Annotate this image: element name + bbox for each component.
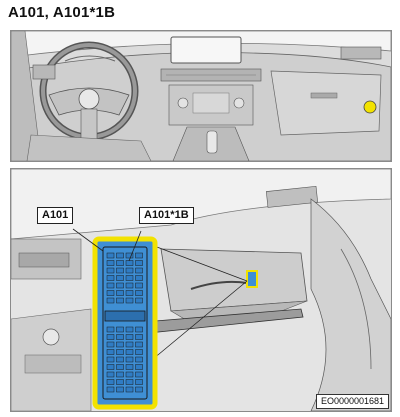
connector-pin-slot — [125, 252, 134, 259]
connector-in-situ — [246, 270, 258, 288]
connector-pin-slot — [125, 379, 134, 385]
connector-pin-slot — [116, 275, 124, 281]
connector-pin-slot — [106, 275, 115, 281]
connector-pin-slot — [116, 297, 124, 304]
connector-pin-slot — [116, 356, 124, 363]
connector-pin-slot — [106, 297, 115, 304]
connector-pin-slot — [135, 297, 143, 304]
module-pointer-line — [72, 228, 104, 252]
connector-pin-slot — [116, 371, 124, 378]
reference-code: EO0000001681 — [315, 394, 389, 409]
connector-pin-slot — [125, 260, 134, 266]
connector-pin-slot — [116, 364, 124, 370]
dashboard-overview-illustration — [10, 30, 392, 162]
connector-pin-slot — [135, 326, 143, 333]
connector-pin-slot — [125, 290, 134, 296]
connector-pin-slot — [135, 267, 143, 274]
dashboard-drawing — [11, 31, 391, 161]
connector-pin-slot — [116, 267, 124, 274]
connector-pin-slot — [116, 341, 124, 348]
connector-pin-slot — [106, 364, 115, 370]
connector-pin-slot — [125, 386, 134, 393]
connector-pin-slot — [125, 371, 134, 378]
connector-pin-slot — [125, 267, 134, 274]
connector-pin-slot — [125, 349, 134, 355]
connector-pin-slot — [135, 341, 143, 348]
connector-pin-slot — [125, 326, 134, 333]
connector-pin-slot — [135, 349, 143, 355]
connector-pin-slot — [125, 364, 134, 370]
connector-pin-slot — [116, 290, 124, 296]
connector-pin-slot — [116, 334, 124, 340]
connector-pin-slot — [106, 267, 115, 274]
connector-pin-slot — [106, 260, 115, 266]
connector-pin-slot — [116, 252, 124, 259]
connector-pin-slot — [135, 260, 143, 266]
connector-pointer-line — [128, 230, 142, 262]
detail-drawing — [11, 169, 391, 411]
connector-pin-slot — [125, 282, 134, 289]
connector-pin-slot — [116, 379, 124, 385]
connector-pin-slot — [116, 386, 124, 393]
connector-pin-slot — [106, 252, 115, 259]
connector-pin-slot — [135, 371, 143, 378]
connector-pin-slot — [106, 386, 115, 393]
connector-pin-slot — [116, 349, 124, 355]
connector-pin-slot — [106, 341, 115, 348]
connector-pin-slot — [135, 356, 143, 363]
connector-pin-slot — [135, 386, 143, 393]
connector-pin-slot — [125, 341, 134, 348]
connector-location-marker — [363, 100, 377, 114]
connector-pin-slot — [125, 275, 134, 281]
connector-pin-grid — [106, 252, 143, 393]
connector-pin-slot — [125, 334, 134, 340]
connector-pin-slot — [106, 282, 115, 289]
connector-pin-slot — [106, 371, 115, 378]
center-display — [170, 36, 242, 64]
connector-pin-slot — [135, 275, 143, 281]
connector-pin-slot — [116, 326, 124, 333]
connector-detail-illustration: A101 A101*1B EO0000001681 — [10, 168, 392, 412]
connector-pin-slot — [135, 252, 143, 259]
connector-pin-slot — [116, 260, 124, 266]
connector-pin-slot — [135, 290, 143, 296]
connector-pin-slot — [106, 290, 115, 296]
connector-pin-slot — [106, 326, 115, 333]
connector-pin-slot — [135, 379, 143, 385]
connector-pin-slot — [106, 349, 115, 355]
connector-pin-slot — [135, 334, 143, 340]
module-label: A101 — [37, 207, 74, 224]
connector-pin-slot — [135, 364, 143, 370]
connector-pin-slot — [116, 282, 124, 289]
connector-a101-1b-enlarged — [72, 228, 158, 410]
connector-label: A101*1B — [139, 207, 194, 224]
connector-pin-slot — [125, 356, 134, 363]
page-title: A101, A101*1B — [8, 4, 116, 21]
connector-pin-slot — [106, 334, 115, 340]
steering-wheel — [39, 41, 139, 141]
connector-pin-slot — [106, 379, 115, 385]
connector-pin-slot — [135, 282, 143, 289]
connector-pin-slot — [125, 297, 134, 304]
connector-pin-slot — [106, 356, 115, 363]
